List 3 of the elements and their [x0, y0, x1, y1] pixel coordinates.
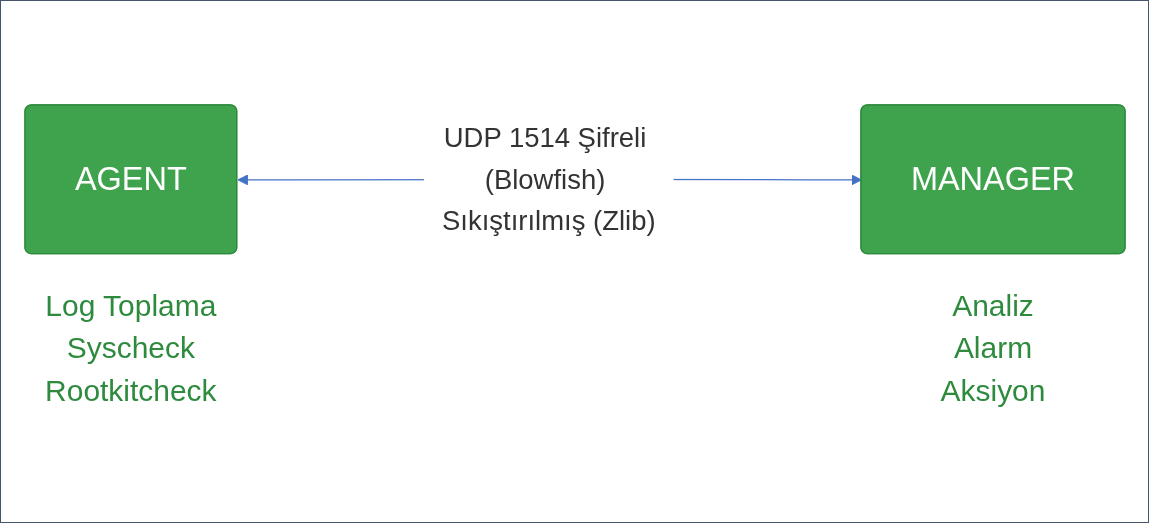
edge-label: UDP 1514 Şifreli (Blowfish) Sıkıştırılmış (Zlib): [441, 122, 656, 236]
feature-list: Log Toplama Syscheck Rootkitcheck: [44, 288, 217, 407]
feature-list: Analiz Alarm Aksiyon: [940, 288, 1045, 407]
